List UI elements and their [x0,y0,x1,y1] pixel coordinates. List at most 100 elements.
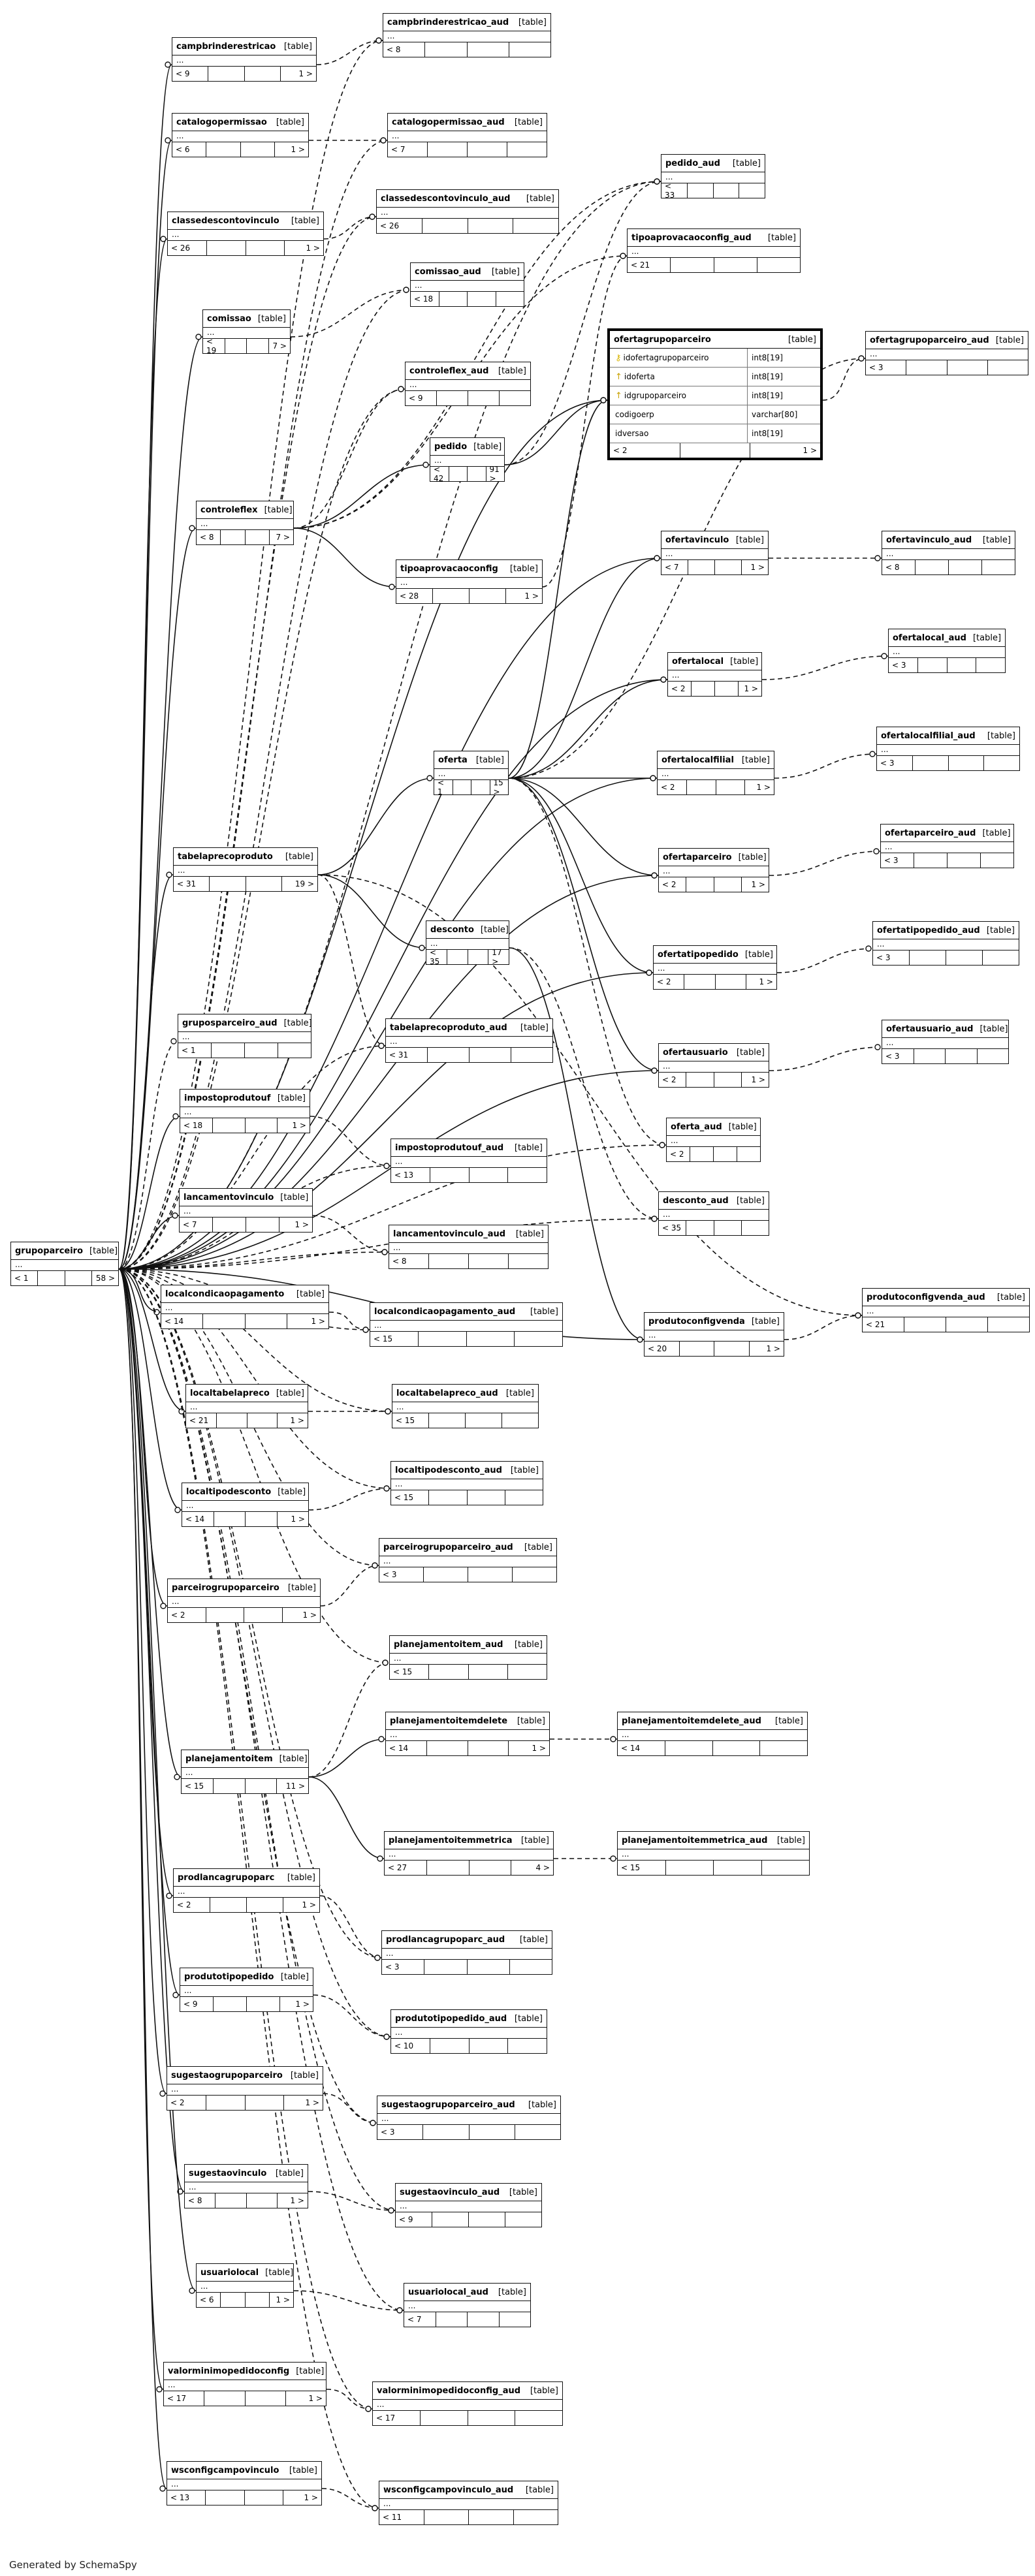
parent-count: < 31 [174,877,210,891]
footer-cell [427,1861,470,1875]
table-tipoaprovacaoconfig-aud[interactable]: tipoaprovacaoconfig_aud[table]...< 21 [627,228,801,273]
table-kind-label: [table] [736,1047,765,1058]
parent-count: < 1 [178,1043,212,1058]
child-count: 1 > [306,243,320,253]
relationship-line [822,358,866,401]
table-classedescontovinculo-aud[interactable]: classedescontovinculo_aud[table]...< 26 [376,189,559,234]
table-prodlancagrupoparc-aud[interactable]: prodlancagrupoparc_aud[table]...< 3 [381,1930,552,1975]
table-lancamentovinculo-aud[interactable]: lancamentovinculo_aud[table]...< 8 [389,1225,549,1269]
table-name: localtipodesconto_aud [395,1465,502,1475]
table-impostoprodutouf-aud[interactable]: impostoprodutouf_aud[table]...< 13 [390,1139,547,1183]
footer-cell [469,2510,514,2524]
table-kind-label: [table] [491,266,520,277]
footer-cell [469,2212,505,2227]
footer-cell [688,183,714,198]
table-localtipodesconto-aud[interactable]: localtipodesconto_aud[table]...< 15 [390,1461,543,1505]
table-ofertatipopedido-aud[interactable]: ofertatipopedido_aud[table]...< 3 [872,921,1019,966]
table-produtoconfigvenda-aud[interactable]: produtoconfigvenda_aud[table]...< 21 [862,1288,1030,1332]
table-ofertalocal-aud[interactable]: ofertalocal_aud[table]...< 3 [888,629,1006,673]
table-ofertausuario-aud[interactable]: ofertausuario_aud[table]...< 3 [882,1020,1009,1064]
table-produtotipopedido-aud[interactable]: produtotipopedido_aud[table]...< 10 [390,2009,547,2054]
table-header: sugestaogrupoparceiro_aud[table] [377,2096,560,2114]
table-localcondicaopagamento-aud[interactable]: localcondicaopagamento_aud[table]...< 15 [370,1302,563,1347]
parent-count: < 10 [391,2039,430,2053]
table-catalogopermissao-aud[interactable]: catalogopermissao_aud[table]...< 7 [387,113,547,157]
table-valorminimopedidoconfig-aud[interactable]: valorminimopedidoconfig_aud[table]...< 1… [372,2381,563,2426]
crowfoot-marker [646,969,652,976]
table-name: localcondicaopagamento_aud [374,1306,516,1317]
table-usuariolocal-aud[interactable]: usuariolocal_aud[table]...< 7 [404,2283,531,2327]
table-header: pedido_aud[table] [661,155,765,172]
table-comissao-aud[interactable]: comissao_aud[table]...< 18 [410,262,524,307]
table-planejamentoitemdelete-aud[interactable]: planejamentoitemdelete_aud[table]...< 14 [617,1712,808,1756]
table-pedido-aud[interactable]: pedido_aud[table]...< 33 [661,154,765,200]
parent-count: < 3 [382,1960,425,1974]
table-columns-ellipsis: ... [396,2201,541,2212]
table-tabelaprecoproduto-aud[interactable]: tabelaprecoproduto_aud[table]...< 31 [385,1018,553,1063]
table-ofertagrupoparceiro-aud[interactable]: ofertagrupoparceiro_aud[table]...< 3 [865,331,1028,375]
table-oferta-aud[interactable]: oferta_aud[table]...< 2 [666,1118,761,1162]
table-ofertalocalfilial-aud[interactable]: ofertalocalfilial_aud[table]...< 3 [876,727,1020,771]
table-sugestaovinculo-aud[interactable]: sugestaovinculo_aud[table]...< 9 [395,2183,542,2227]
table-sugestaogrupoparceiro-aud[interactable]: sugestaogrupoparceiro_aud[table]...< 3 [377,2096,561,2140]
table-campbrinderestricao-aud[interactable]: campbrinderestricao_aud[table]...< 8 [383,13,551,57]
table-name: catalogopermissao [176,117,267,127]
table-planejamentoitemmetrica-aud[interactable]: planejamentoitemmetrica_aud[table]...< 1… [617,1831,810,1876]
table-name: localtabelapreco [190,1388,270,1398]
table-columns-ellipsis: ... [882,1038,1008,1049]
table-ofertavinculo-aud[interactable]: ofertavinculo_aud[table]...< 8 [882,531,1015,575]
table-header: tipoaprovacaoconfig_aud[table] [628,229,800,247]
table-wsconfigcampovinculo-aud[interactable]: wsconfigcampovinculo_aud[table]...< 11 [379,2481,558,2525]
table-planejamentoitem-aud[interactable]: planejamentoitem_aud[table]...< 15 [389,1635,547,1680]
table-parceirogrupoparceiro-aud[interactable]: parceirogrupoparceiro_aud[table]...< 3 [379,1538,557,1582]
table-desconto-aud[interactable]: desconto_aud[table]...< 35 [658,1191,769,1236]
table-ofertaparceiro-aud[interactable]: ofertaparceiro_aud[table]...< 3 [880,824,1014,868]
table-gruposparceiro-aud[interactable]: gruposparceiro_aud[table]...< 1 [178,1014,312,1058]
table-ofertagrupoparceiro[interactable]: ofertagrupoparceiro[table]⚷idofertagrupo… [607,328,823,460]
table-localtabelapreco-aud[interactable]: localtabelapreco_aud[table]...< 15 [392,1384,539,1428]
table-controleflex-aud[interactable]: controleflex_aud[table]...< 9 [405,362,531,406]
